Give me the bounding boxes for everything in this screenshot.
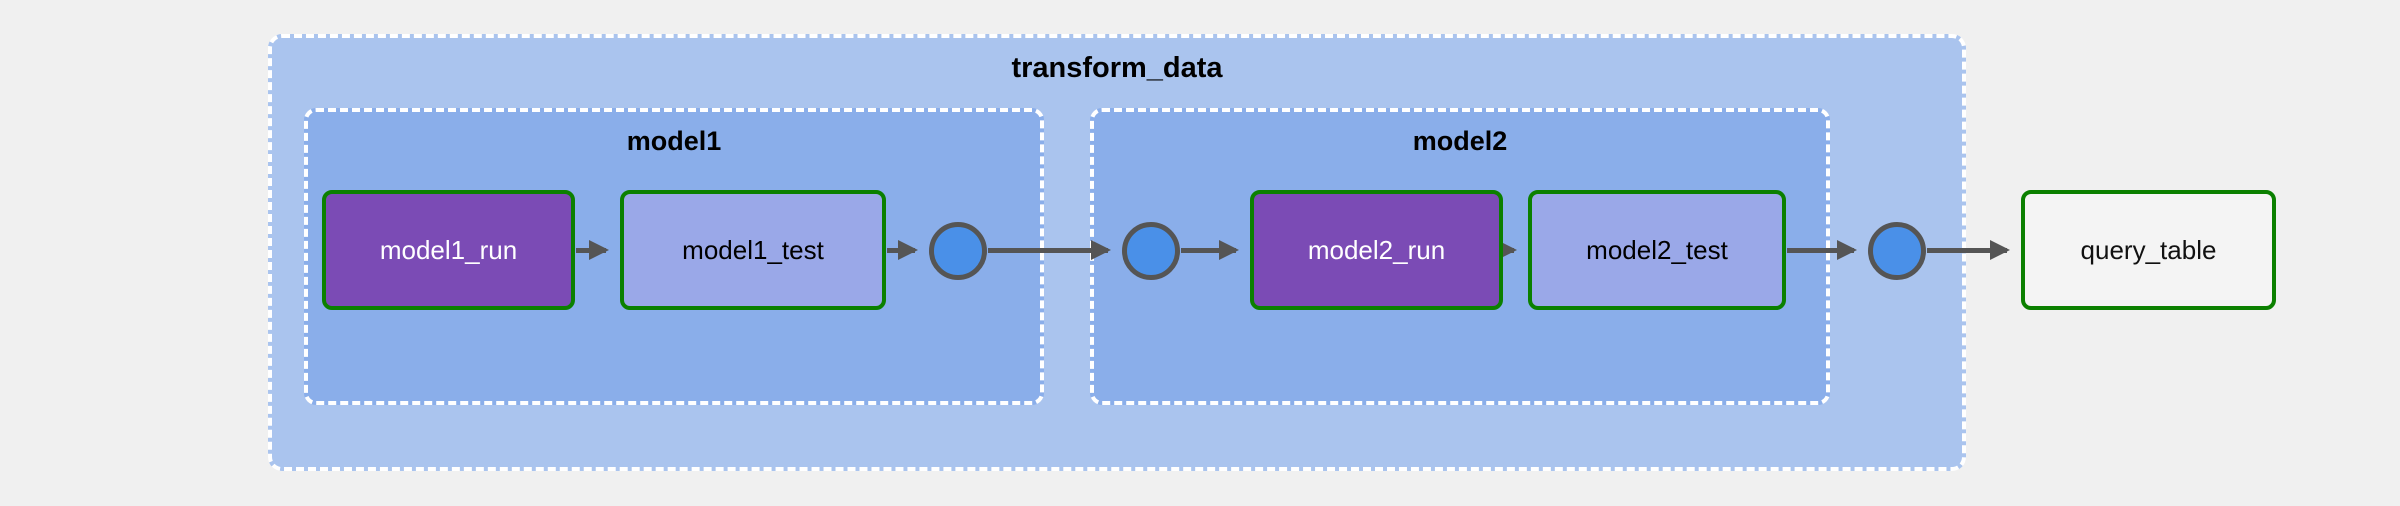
node-model2-run[interactable]: model2_run	[1250, 190, 1503, 310]
cluster-label-transform-data: transform_data	[1011, 52, 1223, 84]
node-model2-test[interactable]: model2_test	[1528, 190, 1786, 310]
edge-circle1-to-circle2	[988, 240, 1111, 260]
node-query-table[interactable]: query_table	[2021, 190, 2276, 310]
node-model1-run[interactable]: model1_run	[322, 190, 575, 310]
edge-model2test-to-circle3	[1787, 240, 1857, 260]
edge-circle3-to-querytable	[1927, 240, 2010, 260]
node-model1-test[interactable]: model1_test	[620, 190, 886, 310]
edge-model1run-to-model1test	[576, 240, 609, 260]
edge-circle2-to-model2run	[1181, 240, 1239, 260]
circle-node-2[interactable]	[1122, 222, 1180, 280]
edge-model1test-to-circle1	[887, 240, 918, 260]
cluster-label-model2: model2	[1412, 126, 1508, 156]
cluster-label-model1: model1	[626, 126, 722, 156]
edge-model2run-to-model2test	[1497, 240, 1517, 260]
circle-node-1[interactable]	[929, 222, 987, 280]
circle-node-3[interactable]	[1868, 222, 1926, 280]
